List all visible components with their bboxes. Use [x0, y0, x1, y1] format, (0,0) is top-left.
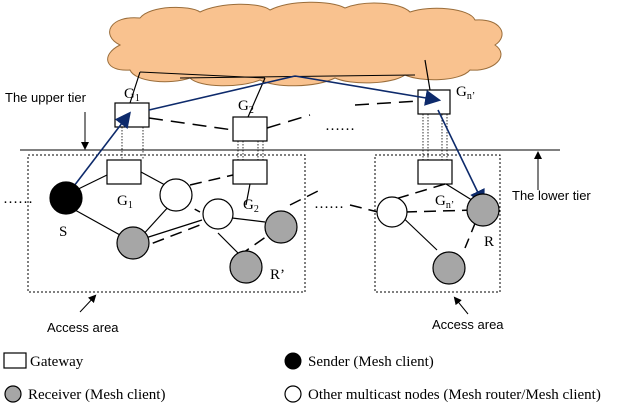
sender-node: [49, 181, 83, 215]
receiver-node-1: [116, 226, 150, 260]
other-node-3: [376, 196, 408, 228]
sender-label: S: [59, 224, 67, 240]
access-area-right: [374, 154, 501, 293]
legend-sender-icon: [284, 352, 302, 370]
dots-left: ……: [3, 191, 33, 207]
gateway-upper-g1: [114, 102, 150, 128]
receiver-label: R: [484, 234, 494, 250]
access-area-left-label: Access area: [47, 320, 119, 335]
dots-upper: ……: [325, 118, 355, 134]
gateway-lower-g2: [232, 159, 268, 185]
legend-sender-label: Sender (Mesh client): [308, 354, 434, 370]
legend-other-label: Other multicast nodes (Mesh router/Mesh …: [308, 387, 601, 403]
legend-receiver-icon: [4, 385, 22, 403]
gateway-upper-g2: [232, 116, 268, 142]
gateway-label-upper-gn: Gn’: [456, 84, 475, 102]
receiver-node-3: [432, 251, 466, 285]
legend-gateway-icon: [3, 352, 27, 369]
other-node-1: [159, 178, 193, 212]
receiver-prime-label: R’: [270, 267, 285, 283]
gateway-label-upper-g2: G2: [238, 98, 254, 116]
gateway-lower-g1: [106, 159, 142, 185]
other-node-2: [202, 198, 234, 230]
gateway-label-lower-gn: Gn’: [435, 193, 454, 211]
receiver-node-r: [466, 193, 500, 227]
lower-tier-label: The lower tier: [512, 188, 591, 203]
access-area-right-label: Access area: [432, 317, 504, 332]
upper-tier-label: The upper tier: [5, 90, 87, 105]
internet-cloud: [107, 1, 503, 87]
legend-gateway-label: Gateway: [30, 354, 84, 370]
legend-other-icon: [284, 385, 302, 403]
legend-receiver-label: Receiver (Mesh client): [28, 387, 165, 403]
access-area-left: [27, 154, 306, 293]
receiver-node-r-prime: [229, 250, 263, 284]
gateway-label-lower-g1: G1: [117, 193, 133, 211]
dots-mid: ……: [314, 196, 344, 212]
gateway-label-lower-g2: G2: [243, 197, 259, 215]
gateway-upper-gn: [417, 89, 451, 115]
gateway-label-upper-g1: G1: [124, 86, 140, 104]
gateway-lower-gn: [417, 159, 453, 185]
receiver-node-2: [264, 210, 298, 244]
